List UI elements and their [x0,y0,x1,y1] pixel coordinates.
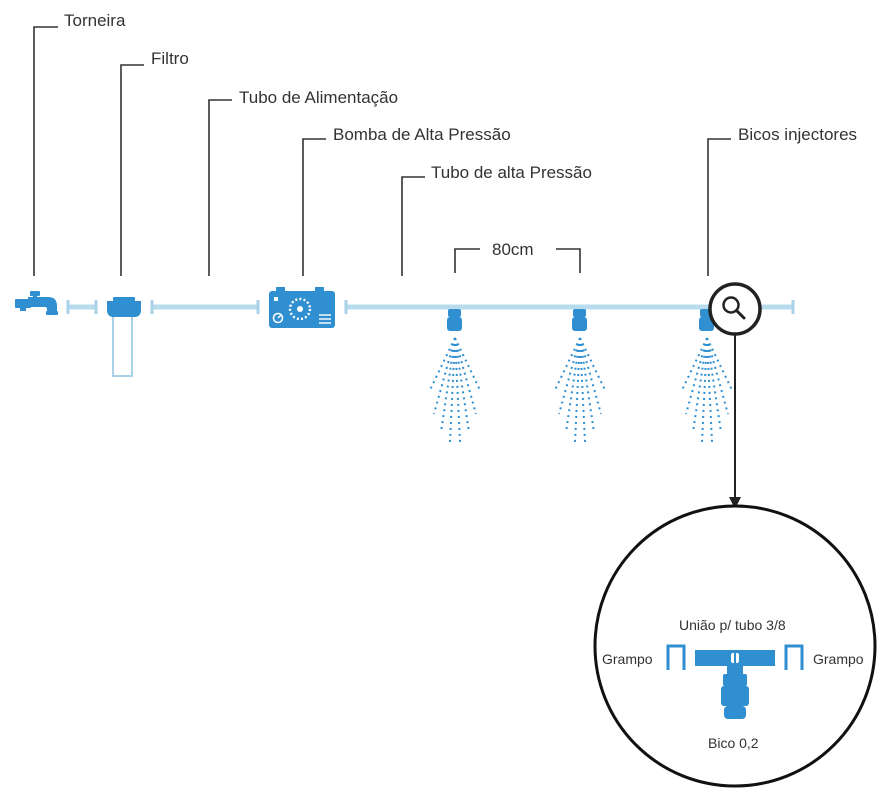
leader-lines [33,26,731,276]
nozzle-icon [572,309,587,331]
label-tubo-alta-pressao: Tubo de alta Pressão [431,163,592,182]
leader-filtro [120,64,144,276]
label-bomba: Bomba de Alta Pressão [333,125,511,144]
spray-icon [429,337,481,443]
zoom-arrow [729,334,741,509]
detail-view: União p/ tubo 3/8 Grampo Grampo Bico 0,2 [593,504,877,788]
label-filtro: Filtro [151,49,189,68]
nozzle-detail-icon [721,666,749,719]
label-distance: 80cm [492,240,534,259]
union-fitting-icon [695,650,775,666]
nozzle-2 [554,309,606,443]
leader-tubo-alimentacao [208,99,232,276]
label-bicos: Bicos injectores [738,125,857,144]
nozzle-1 [429,309,481,443]
distance-bracket-right [556,248,581,273]
filter-icon [107,297,141,377]
pump-icon [269,287,335,328]
pipes [66,300,795,314]
detail-label-grampo-right: Grampo [813,651,864,667]
detail-label-uniao: União p/ tubo 3/8 [679,617,786,633]
leader-bicos [707,138,731,276]
detail-label-bico: Bico 0,2 [708,735,759,751]
leader-tubo-alta-pressao [401,176,425,276]
faucet-icon [15,291,58,315]
spray-icon [554,337,606,443]
clamp-left-icon [666,644,686,670]
spray-icon [681,337,733,443]
clamp-right-icon [784,644,804,670]
magnifier-icon [708,282,762,336]
detail-label-grampo-left: Grampo [602,651,653,667]
nozzle-icon [447,309,462,331]
label-torneira: Torneira [64,11,126,30]
leader-torneira [33,26,58,276]
leader-bomba [302,138,326,276]
distance-bracket-left [454,248,480,273]
label-tubo-alimentacao: Tubo de Alimentação [239,88,398,107]
